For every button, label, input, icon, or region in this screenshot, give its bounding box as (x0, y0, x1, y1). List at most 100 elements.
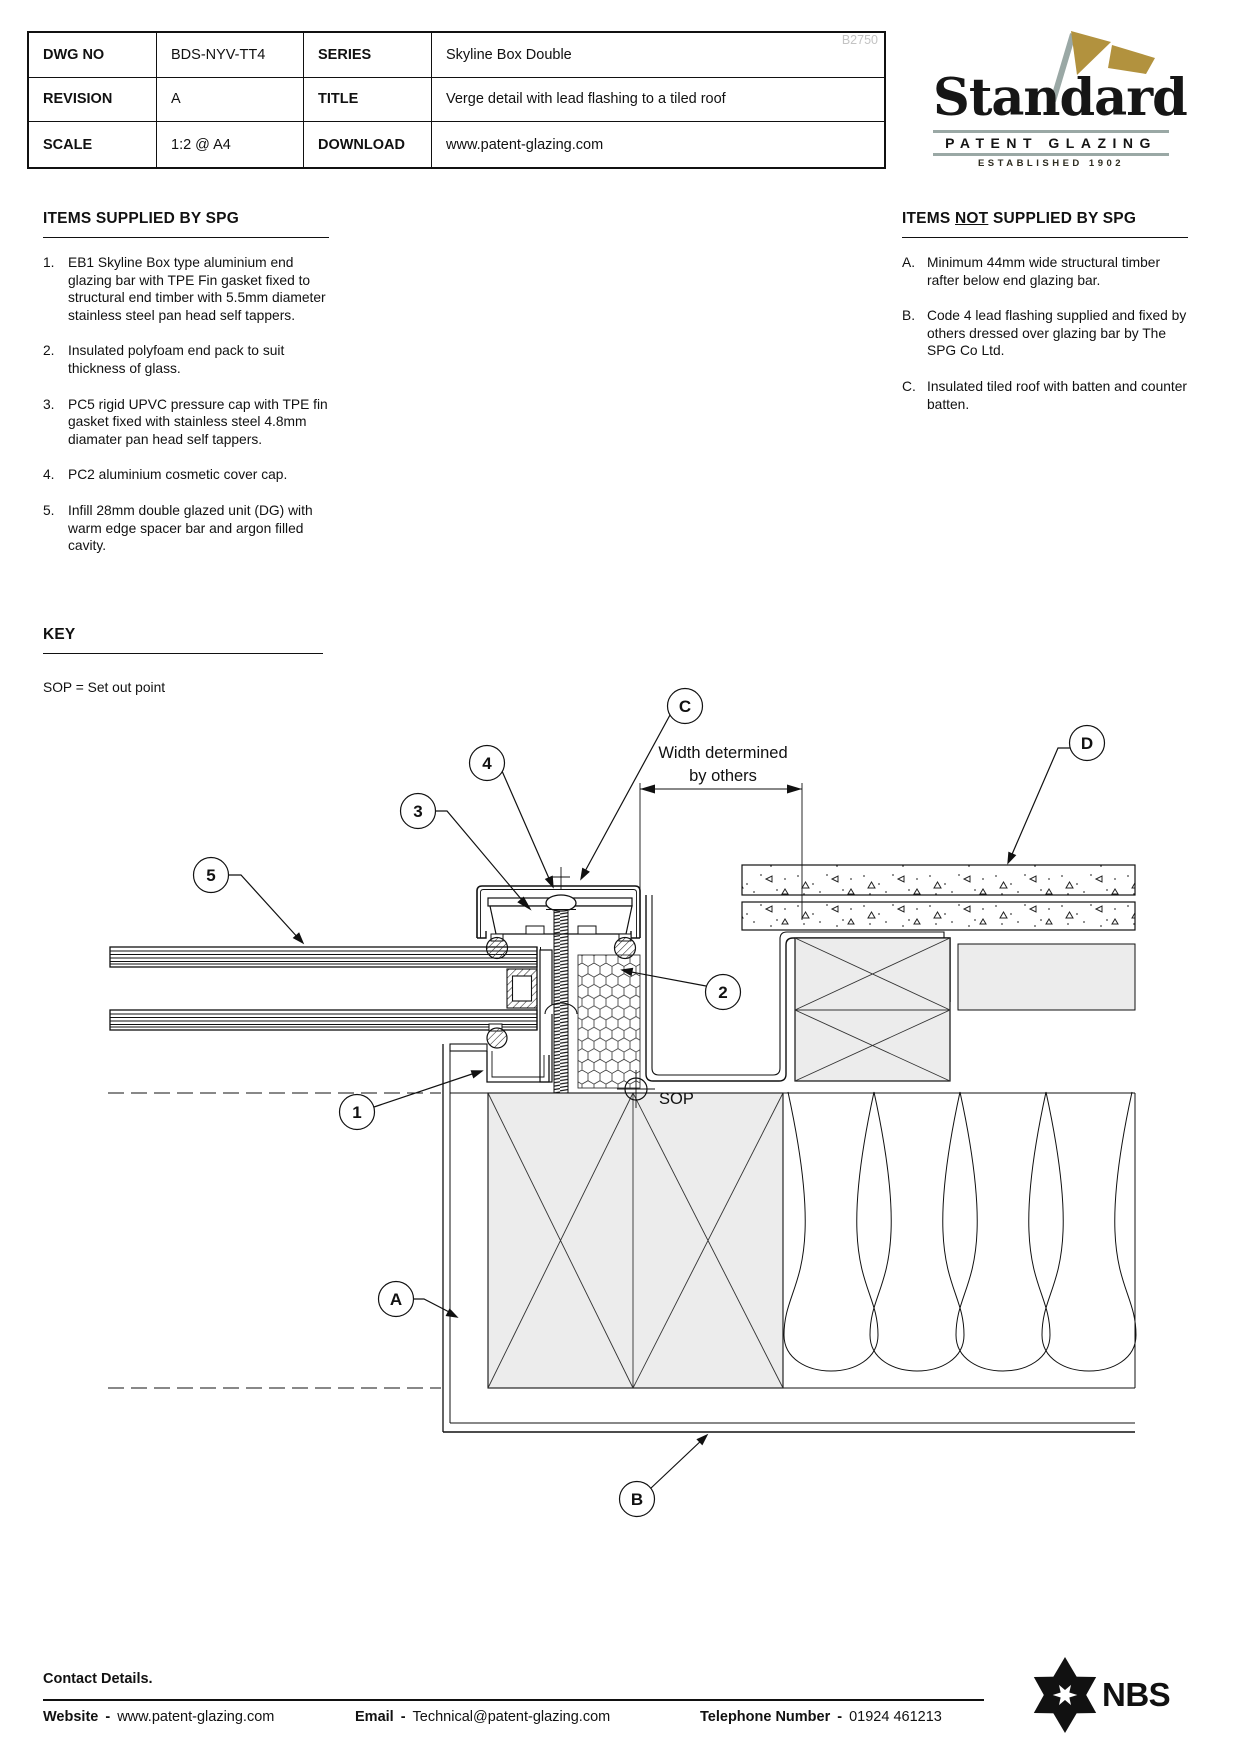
sop-marker: SOP (617, 1070, 694, 1108)
logo-wordmark: Standard (933, 68, 1188, 128)
not-supplied-item-c: C. Insulated tiled roof with batten and c… (902, 378, 1188, 413)
svg-text:2: 2 (718, 983, 727, 1002)
items-not-supplied-rule (902, 237, 1188, 238)
download-link[interactable]: www.patent-glazing.com (446, 136, 604, 153)
title-label: TITLE (304, 77, 432, 123)
key-note: SOP = Set out point (43, 680, 166, 695)
company-logo: Standard PATENT GLAZING ESTABLISHED 1902 (933, 26, 1188, 172)
roof-insulation (783, 1091, 1137, 1389)
footer-website: Website-www.patent-glazing.com (43, 1709, 274, 1725)
email-link[interactable]: Technical@patent-glazing.com (412, 1709, 611, 1725)
footer-phone: Telephone Number-01924 461213 (700, 1709, 942, 1725)
nbs-logo-text: NBS (1102, 1676, 1171, 1713)
dim-text-line2: by others (689, 767, 757, 785)
item-num: 4. (43, 467, 55, 483)
roof-deck (957, 943, 1136, 1011)
website-label: Website (43, 1709, 99, 1725)
tiled-roof (741, 864, 1136, 931)
logo-established: ESTABLISHED 1902 (977, 158, 1125, 169)
revision-value: A (157, 77, 304, 123)
footer-rule (43, 1699, 984, 1701)
revision-label: REVISION (29, 77, 157, 123)
svg-text:4: 4 (482, 754, 492, 773)
key-section: KEY SOP = Set out point (43, 626, 323, 695)
callout-b: B (618, 1433, 709, 1518)
item-num: C. (902, 378, 916, 394)
series-label: SERIES (304, 33, 432, 78)
item-text: Code 4 lead flashing supplied and fixed … (927, 308, 1187, 359)
gasket-roller-left (485, 936, 509, 960)
callout-c: C (580, 687, 704, 881)
key-heading: KEY (43, 626, 76, 643)
supplied-item-3: 3. PC5 rigid UPVC pressure cap with TPE f… (43, 396, 329, 449)
item-num: 5. (43, 502, 55, 518)
separator: - (837, 1709, 843, 1725)
svg-text:5: 5 (206, 866, 215, 885)
item-text: Minimum 44mm wide structural timber raft… (927, 255, 1161, 288)
double-glazed-unit (109, 946, 541, 1031)
centre-line (552, 867, 570, 889)
title-block-table: DWG NO BDS-NYV-TT4 SERIES Skyline Box Do… (27, 31, 886, 169)
items-supplied-section: ITEMS SUPPLIED BY SPG 1. EB1 Skyline Box … (43, 210, 329, 573)
logo-subtitle: PATENT GLAZING (945, 135, 1157, 151)
item-num: 2. (43, 343, 55, 359)
callout-d: D (1007, 724, 1106, 865)
svg-text:1: 1 (352, 1103, 361, 1122)
spacer-bar (506, 968, 538, 1009)
sheet-number-watermark: B2750 (841, 33, 878, 47)
website-link[interactable]: www.patent-glazing.com (117, 1709, 275, 1725)
callout-4: 4 (468, 744, 554, 889)
key-rule (43, 653, 323, 654)
logo-rule-bottom (933, 153, 1169, 156)
not-supplied-item-b: B. Code 4 lead flashing supplied and fixe… (902, 307, 1188, 360)
item-num: 3. (43, 396, 55, 412)
callout-3: 3 (399, 792, 532, 911)
flag-icon (1050, 31, 1155, 102)
svg-text:D: D (1081, 734, 1093, 753)
nbs-logo-icon (1033, 1657, 1097, 1733)
item-num: B. (902, 308, 916, 324)
phone-value: 01924 461213 (849, 1709, 942, 1725)
footer-email: Email-Technical@patent-glazing.com (355, 1709, 610, 1725)
item-num: 1. (43, 255, 55, 270)
supplied-item-2: 2. Insulated polyfoam end pack to suit th… (43, 342, 329, 377)
bottom-gasket-roller (486, 1027, 508, 1049)
item-text: Infill 28mm double glazed unit (DG) with… (68, 502, 313, 554)
svg-text:3: 3 (413, 802, 422, 821)
width-dimension: Width determined by others (639, 744, 803, 920)
separator: - (105, 1709, 111, 1725)
item-text: PC2 aluminium cosmetic cover cap. (68, 467, 288, 483)
item-text: Insulated polyfoam end pack to suit thic… (68, 343, 285, 376)
title-value: Verge detail with lead flashing to a til… (432, 78, 884, 123)
item-num: A. (902, 255, 916, 270)
svg-text:A: A (390, 1290, 402, 1309)
download-label: DOWNLOAD (304, 122, 432, 167)
item-text: EB1 Skyline Box type aluminium end glazi… (68, 255, 326, 323)
email-label: Email (355, 1709, 394, 1725)
end-glazing-bar (449, 949, 553, 1083)
datum-dashed-lines (108, 1092, 441, 1389)
scale-label: SCALE (29, 122, 157, 167)
callout-1: 1 (338, 1070, 484, 1131)
dwg-no-value: BDS-NYV-TT4 (157, 33, 304, 78)
heading-post: SUPPLIED BY SPG (992, 210, 1137, 227)
callout-a: A (377, 1280, 459, 1318)
supplied-item-5: 5. Infill 28mm double glazed unit (DG) wi… (43, 502, 329, 555)
heading-not: NOT (955, 210, 989, 227)
separator: - (400, 1709, 406, 1725)
items-supplied-rule (43, 237, 329, 238)
dim-text-line1: Width determined (658, 744, 787, 762)
lead-flashing (645, 895, 951, 1082)
supplied-item-1: 1. EB1 Skyline Box type aluminium end gla… (43, 254, 329, 324)
item-text: PC5 rigid UPVC pressure cap with TPE fin… (68, 396, 328, 447)
logo-rule-top (933, 130, 1169, 133)
fascia-soffit-lines (442, 1044, 1135, 1433)
sop-label: SOP (659, 1090, 694, 1108)
item-text: Insulated tiled roof with batten and cou… (927, 378, 1188, 412)
callout-2: 2 (620, 967, 742, 1011)
items-supplied-heading: ITEMS SUPPLIED BY SPG (43, 210, 239, 227)
